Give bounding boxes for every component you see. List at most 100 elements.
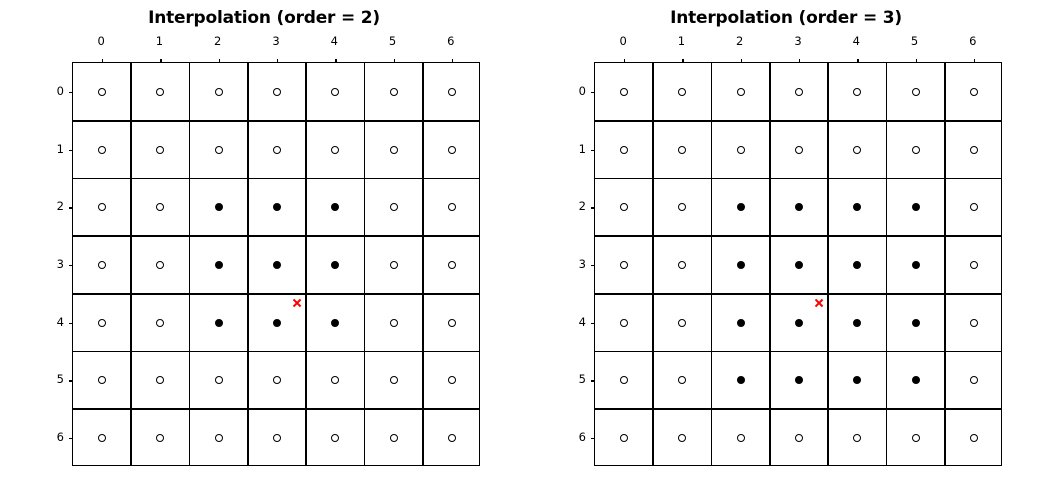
interpolation-point-marker bbox=[291, 297, 303, 309]
grid-point-inactive bbox=[273, 376, 281, 385]
grid-point-inactive bbox=[969, 145, 978, 154]
grid-point-inactive bbox=[156, 145, 165, 154]
grid-line-horizontal bbox=[595, 119, 1001, 122]
grid-point-inactive bbox=[620, 318, 629, 327]
grid-point-inactive bbox=[331, 434, 340, 443]
grid-line-horizontal bbox=[73, 119, 479, 122]
x-axis-tick-label: 4 bbox=[852, 34, 860, 48]
y-axis-tick-label: 3 bbox=[56, 257, 64, 271]
grid-point-inactive bbox=[620, 203, 629, 212]
grid-point-inactive bbox=[389, 318, 398, 327]
grid-line-horizontal bbox=[73, 235, 479, 237]
grid-line-vertical bbox=[421, 63, 424, 465]
grid-point-inactive bbox=[156, 261, 165, 269]
x-axis-tick-label: 2 bbox=[736, 34, 744, 48]
grid-point-inactive bbox=[98, 434, 107, 443]
grid-point-active bbox=[853, 203, 862, 212]
grid-point-inactive bbox=[331, 87, 340, 96]
grid-line-horizontal bbox=[73, 293, 479, 295]
grid-point-inactive bbox=[98, 376, 107, 385]
x-axis-tick bbox=[799, 59, 801, 63]
grid-point-inactive bbox=[214, 145, 223, 154]
y-axis-tick-label: 2 bbox=[56, 199, 64, 214]
grid-point-active bbox=[331, 203, 340, 212]
grid-point-active bbox=[214, 318, 223, 327]
y-axis-tick bbox=[69, 265, 73, 267]
x-axis-tick bbox=[740, 59, 742, 63]
grid-point-active bbox=[736, 376, 745, 385]
grid-point-inactive bbox=[795, 434, 803, 443]
grid-point-inactive bbox=[156, 87, 165, 96]
y-axis-tick bbox=[591, 322, 595, 324]
grid-line-horizontal bbox=[595, 408, 1001, 411]
grid-point-inactive bbox=[98, 261, 107, 269]
grid-point-active bbox=[214, 203, 223, 212]
grid-line-vertical bbox=[885, 63, 888, 465]
grid-point-active bbox=[853, 318, 862, 327]
x-axis-tick-label: 0 bbox=[97, 34, 105, 48]
x-axis-tick-label: 3 bbox=[272, 34, 280, 48]
grid-point-inactive bbox=[156, 434, 165, 443]
y-axis-tick bbox=[69, 380, 73, 382]
y-axis-tick bbox=[69, 149, 73, 151]
y-axis-tick bbox=[591, 149, 595, 151]
grid-point-inactive bbox=[969, 87, 978, 96]
grid-point-inactive bbox=[389, 261, 398, 269]
grid-point-inactive bbox=[620, 145, 629, 154]
grid-point-inactive bbox=[620, 434, 629, 443]
grid-point-active bbox=[273, 261, 281, 269]
x-axis-tick-label: 6 bbox=[447, 34, 455, 48]
grid-point-inactive bbox=[447, 318, 456, 327]
grid-point-inactive bbox=[969, 376, 978, 385]
y-axis-tick-label: 1 bbox=[56, 141, 64, 156]
grid-point-inactive bbox=[214, 87, 223, 96]
y-axis-tick-label: 6 bbox=[578, 430, 586, 445]
grid-point-inactive bbox=[273, 434, 281, 443]
grid-point-active bbox=[795, 203, 803, 212]
grid-point-inactive bbox=[969, 203, 978, 212]
grid-point-inactive bbox=[156, 203, 165, 212]
grid-point-inactive bbox=[620, 376, 629, 385]
grid-point-inactive bbox=[389, 434, 398, 443]
x-axis-tick bbox=[682, 59, 684, 63]
grid-point-inactive bbox=[911, 434, 920, 443]
grid-line-horizontal bbox=[595, 235, 1001, 237]
grid-point-inactive bbox=[156, 318, 165, 327]
x-axis-tick-label: 6 bbox=[969, 34, 977, 48]
grid-point-inactive bbox=[389, 145, 398, 154]
grid-point-inactive bbox=[969, 318, 978, 327]
grid-point-inactive bbox=[156, 376, 165, 385]
grid-point-inactive bbox=[678, 145, 687, 154]
grid-line-vertical bbox=[247, 63, 249, 465]
grid-point-inactive bbox=[331, 376, 340, 385]
y-axis-tick-label: 0 bbox=[56, 83, 64, 98]
grid-line-horizontal bbox=[73, 177, 479, 180]
panel-title: Interpolation (order = 2) bbox=[148, 8, 380, 28]
grid-point-inactive bbox=[98, 318, 107, 327]
grid-point-inactive bbox=[678, 87, 687, 96]
x-axis-tick-label: 1 bbox=[155, 34, 164, 48]
grid-point-active bbox=[795, 376, 803, 385]
y-axis-tick-label: 5 bbox=[578, 372, 586, 387]
grid-point-inactive bbox=[620, 87, 629, 96]
y-axis-tick bbox=[591, 380, 595, 382]
y-axis-tick bbox=[69, 438, 73, 440]
x-axis-tick bbox=[857, 59, 859, 63]
grid-point-active bbox=[273, 203, 281, 212]
grid-point-inactive bbox=[447, 145, 456, 154]
grid-line-vertical bbox=[130, 63, 133, 465]
x-axis-tick bbox=[973, 59, 976, 63]
x-axis-tick bbox=[335, 59, 337, 63]
grid-point-active bbox=[911, 318, 920, 327]
x-axis-tick bbox=[218, 59, 220, 63]
grid-point-inactive bbox=[736, 145, 745, 154]
grid-point-active bbox=[331, 261, 340, 269]
grid-point-inactive bbox=[736, 434, 745, 443]
x-axis-tick bbox=[915, 59, 917, 63]
grid-line-vertical bbox=[943, 63, 946, 465]
grid-line-horizontal bbox=[595, 177, 1001, 180]
x-axis-tick-label: 1 bbox=[677, 34, 686, 48]
y-axis-tick-label: 5 bbox=[56, 372, 64, 387]
x-axis-tick bbox=[160, 59, 162, 63]
grid-point-inactive bbox=[678, 376, 687, 385]
